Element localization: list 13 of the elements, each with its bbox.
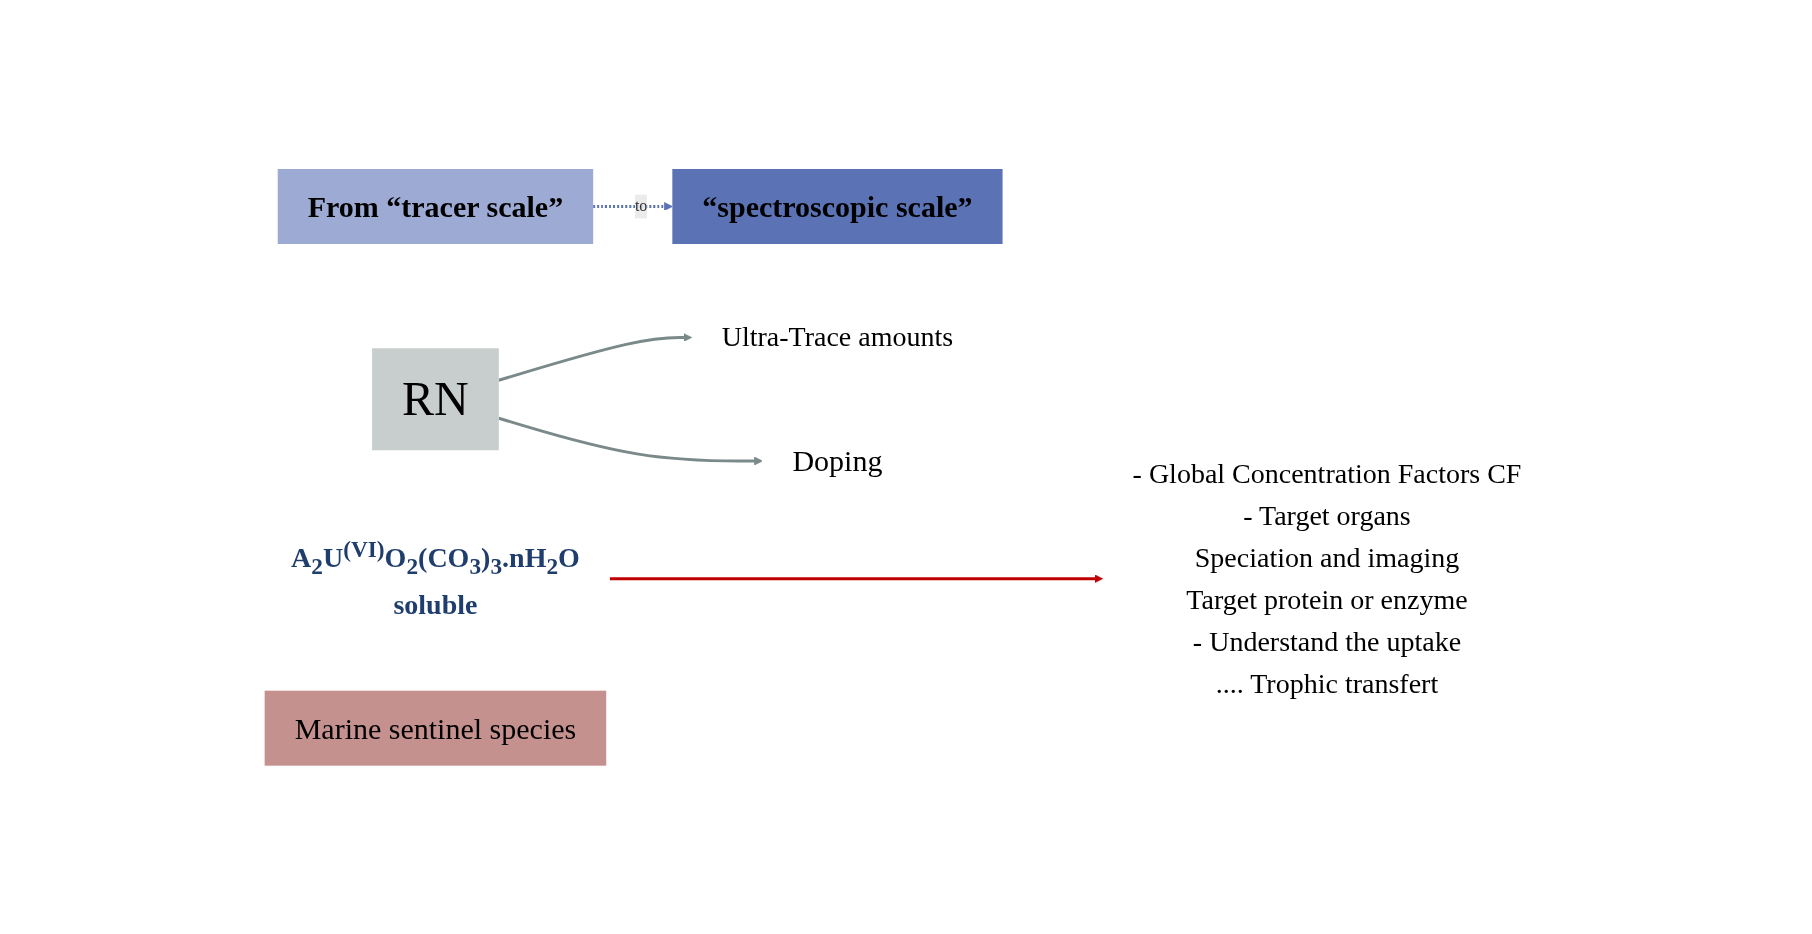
node-text: Doping	[792, 444, 883, 478]
arrow	[609, 574, 1103, 583]
node-text: Ultra-Trace amounts	[721, 321, 953, 353]
node-box: RN	[371, 347, 499, 450]
node-text: A$_{2}$U$^{(VI)}$O$_{2}$(CO$_{3}$)$_{3}$.nH$_{2}$O soluble	[290, 535, 580, 620]
node-box: Marine sentinel species	[264, 690, 607, 766]
arrow	[498, 332, 692, 382]
node-box: From “tracer scale”	[277, 168, 593, 244]
node-box: “spectroscopic scale”	[672, 168, 1003, 244]
arrow	[592, 201, 673, 211]
node-text: - Global Concentration Factors CF - Target organs Speciation and imaging Target protein or enzyme - Understand the uptake .... Trophic transfert	[1132, 457, 1522, 699]
arrow	[498, 416, 763, 466]
edge-label: to	[634, 197, 648, 215]
